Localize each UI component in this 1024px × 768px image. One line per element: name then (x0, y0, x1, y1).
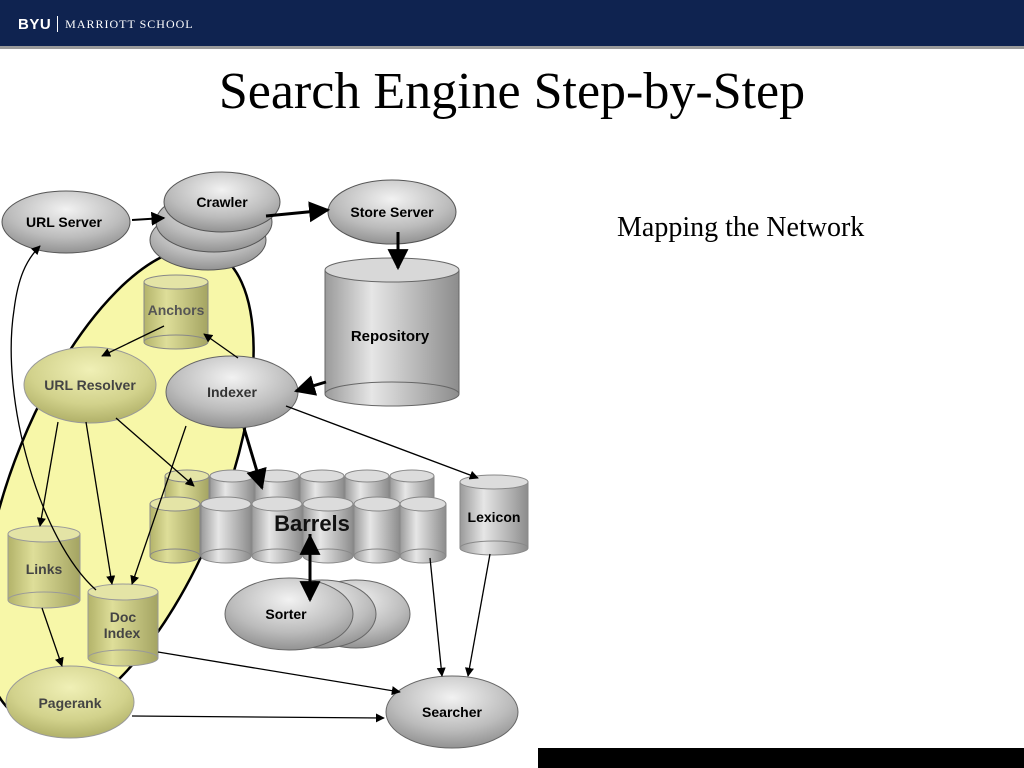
crawler-node: Crawler (149, 171, 281, 271)
doc-index-label-line1: Doc (110, 609, 137, 625)
searcher-label: Searcher (422, 704, 482, 720)
url-server-node: URL Server (1, 190, 131, 254)
sorter-node: Sorter (224, 577, 411, 651)
barrels-front-row (149, 496, 447, 564)
store-server-node: Store Server (327, 179, 457, 245)
header-rule (0, 46, 1024, 49)
crawler-label: Crawler (196, 194, 248, 210)
indexer-label: Indexer (207, 384, 257, 400)
byu-logo: BYU MARRIOTT SCHOOL (18, 13, 194, 35)
url-resolver-label: URL Resolver (44, 377, 136, 393)
anchors-label: Anchors (148, 302, 205, 318)
header-bar: BYU MARRIOTT SCHOOL (0, 0, 1024, 46)
logo-divider (57, 16, 59, 32)
search-engine-diagram: Crawler URL Server Store Server Reposito… (0, 171, 529, 749)
url-resolver-node: URL Resolver (23, 346, 157, 424)
logo-byu-text: BYU (18, 15, 52, 33)
logo-school-text: MARRIOTT SCHOOL (65, 16, 194, 31)
indexer-node: Indexer (165, 355, 299, 429)
pagerank-node: Pagerank (5, 665, 135, 739)
lexicon-node: Lexicon (459, 474, 529, 556)
links-node: Links (7, 525, 81, 609)
url-server-label: URL Server (26, 214, 103, 230)
doc-index-node: Doc Index (87, 583, 159, 667)
lexicon-label: Lexicon (468, 509, 521, 525)
footer-bar (538, 748, 1024, 768)
slide-subtitle: Mapping the Network (617, 212, 865, 243)
barrels-label: Barrels (274, 511, 350, 536)
doc-index-label-line2: Index (104, 625, 141, 641)
repository-node: Repository (324, 257, 460, 407)
pagerank-label: Pagerank (38, 695, 101, 711)
slide-title: Search Engine Step-by-Step (218, 63, 806, 120)
links-label: Links (26, 561, 63, 577)
repository-label: Repository (351, 328, 430, 345)
searcher-node: Searcher (385, 675, 519, 749)
sorter-label: Sorter (265, 606, 307, 622)
anchors-node: Anchors (143, 274, 209, 350)
diagram-arrows (10, 201, 491, 723)
store-server-label: Store Server (350, 204, 434, 220)
